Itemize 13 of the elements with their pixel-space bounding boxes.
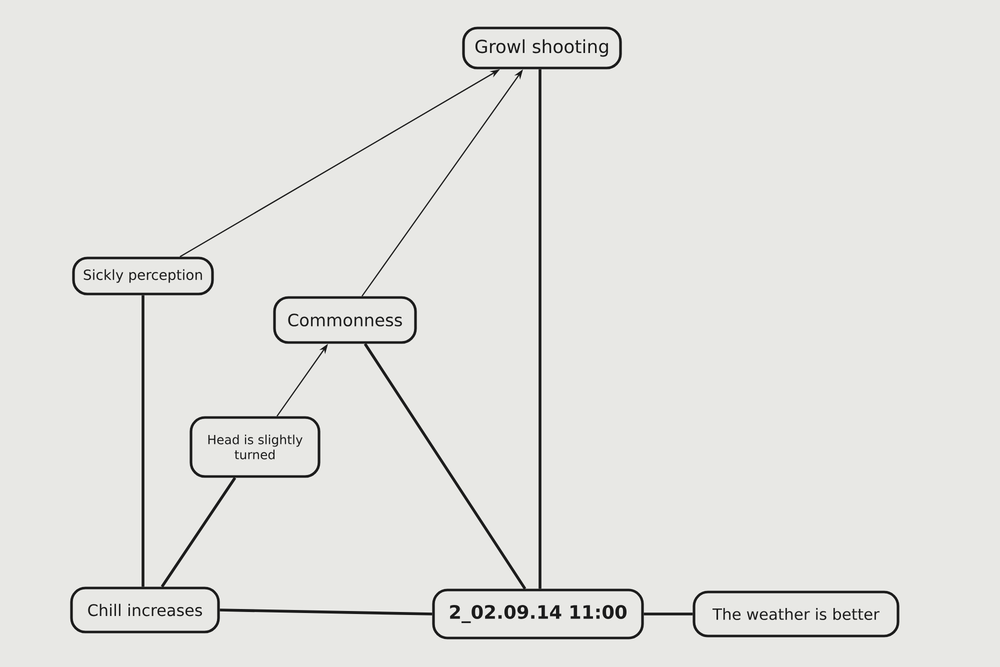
concept-box: Head is slightly turned <box>190 416 320 478</box>
concept-box: Chill increases <box>70 586 220 634</box>
concept-box: Sickly perception <box>72 256 214 296</box>
connector-line <box>644 612 693 616</box>
connector-line <box>538 69 542 589</box>
concept-box: The weather is better <box>692 590 900 638</box>
connector-line <box>142 295 144 587</box>
concept-box: 2_02.09.14 11:00 <box>432 588 644 640</box>
connector-line <box>364 343 526 590</box>
concept-box: Growl shooting <box>462 26 622 70</box>
concept-box: Commonness <box>273 296 417 344</box>
connector-line <box>220 608 432 616</box>
connector-line <box>160 477 236 588</box>
